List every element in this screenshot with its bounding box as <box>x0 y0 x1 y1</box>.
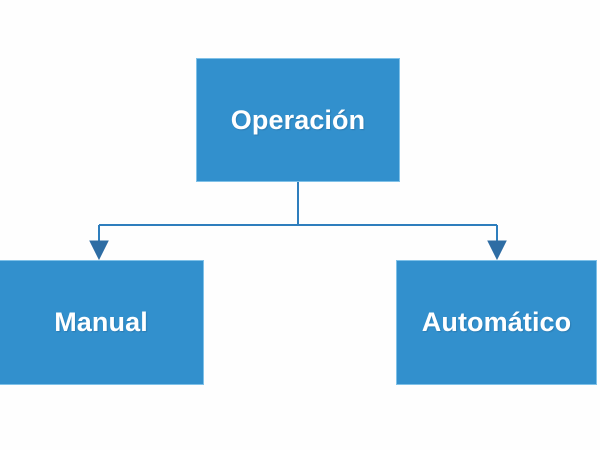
node-manual-label: Manual <box>54 307 148 337</box>
node-operacion-label: Operación <box>230 104 366 135</box>
node-automatico[interactable]: Automático <box>396 260 597 385</box>
arrowhead-right-icon <box>487 240 507 261</box>
node-automatico-label: Automático <box>421 307 572 337</box>
node-manual[interactable]: Manual <box>0 260 204 385</box>
node-operacion[interactable]: Operación <box>196 58 400 182</box>
arrowhead-left-icon <box>89 240 109 261</box>
